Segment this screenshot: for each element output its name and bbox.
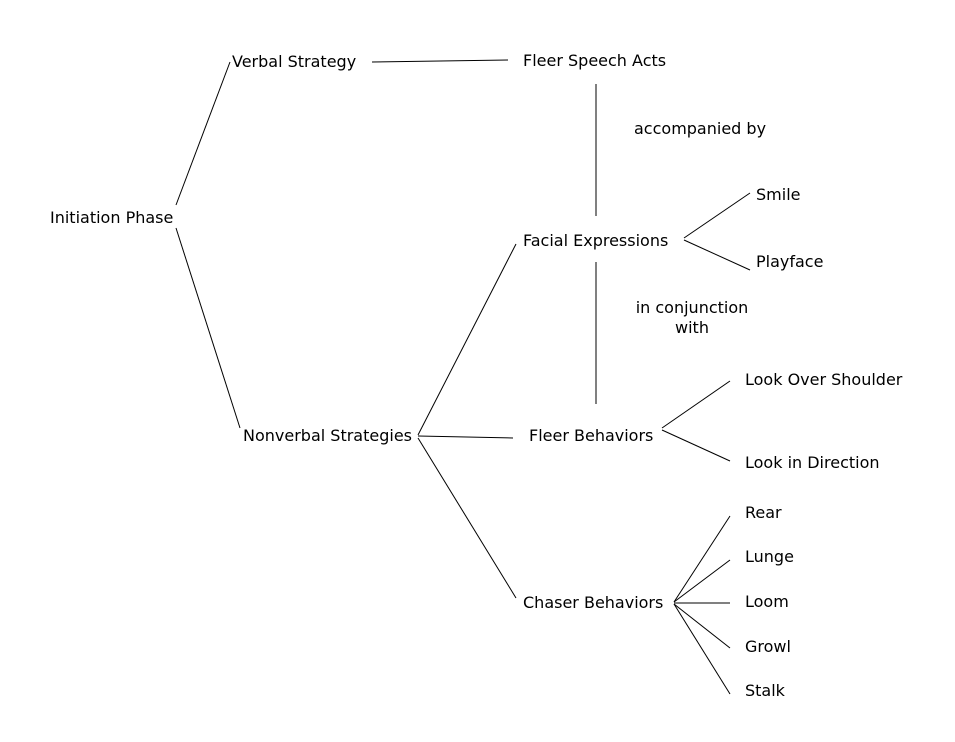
node-verbal-strategy: Verbal Strategy <box>232 52 357 71</box>
edge-chaser-growl <box>673 603 731 649</box>
node-initiation-phase: Initiation Phase <box>50 208 174 227</box>
node-stalk: Stalk <box>745 681 785 700</box>
edge-fleer-look-over <box>661 380 731 429</box>
edge-fleer-look-direction <box>661 429 731 462</box>
edge-initiation-nonverbal <box>175 227 241 429</box>
edge-chaser-rear <box>673 515 731 603</box>
node-playface: Playface <box>756 252 824 271</box>
edge-nonverbal-facial <box>417 243 517 436</box>
edge-chaser-stalk <box>673 603 731 695</box>
node-loom: Loom <box>745 592 789 611</box>
edge-verbal-fleer-speech <box>371 59 509 63</box>
node-fleer-behaviors: Fleer Behaviors <box>529 426 654 445</box>
edge-initiation-verbal <box>175 61 231 206</box>
node-nonverbal-strategies: Nonverbal Strategies <box>243 426 412 445</box>
node-lunge: Lunge <box>745 547 794 566</box>
node-look-over-shoulder: Look Over Shoulder <box>745 370 903 389</box>
edge-facial-playface <box>683 239 751 271</box>
edge-facial-smile <box>683 192 751 239</box>
relation-in-conjunction-line1: in conjunction <box>635 298 749 317</box>
relation-accompanied-by: accompanied by <box>634 119 767 138</box>
node-rear: Rear <box>745 503 782 522</box>
node-growl: Growl <box>745 637 791 656</box>
edge-nonverbal-chaser <box>417 437 517 599</box>
relation-in-conjunction: in conjunction with <box>622 298 762 338</box>
node-smile: Smile <box>756 185 801 204</box>
node-chaser-behaviors: Chaser Behaviors <box>523 593 664 612</box>
edge-nonverbal-fleer-behaviors <box>417 435 514 439</box>
node-look-in-direction: Look in Direction <box>745 453 880 472</box>
relation-in-conjunction-line2: with <box>675 318 709 337</box>
edge-chaser-lunge <box>673 559 731 603</box>
node-fleer-speech-acts: Fleer Speech Acts <box>523 51 667 70</box>
node-facial-expressions: Facial Expressions <box>523 231 669 250</box>
